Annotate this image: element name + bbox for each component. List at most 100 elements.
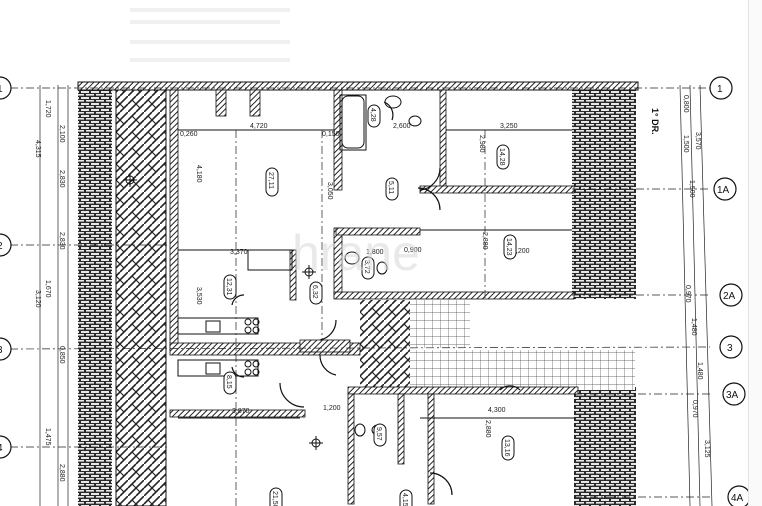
svg-text:1,500: 1,500: [682, 135, 689, 153]
svg-text:3,370: 3,370: [230, 249, 248, 256]
stove-burner-icon: [252, 326, 260, 334]
svg-text:1,500: 1,500: [688, 180, 695, 198]
toilet-icon: [376, 261, 388, 275]
left-brick-wall: [78, 84, 112, 506]
toilet-icon: [408, 115, 422, 127]
dimension-lines: [39, 84, 713, 506]
stove-burner-icon: [244, 326, 252, 334]
svg-text:0,800: 0,800: [682, 95, 689, 113]
svg-text:4,300: 4,300: [488, 407, 506, 414]
crosshair-markers: [123, 173, 323, 450]
axis-bubble-3-left: 3: [0, 337, 12, 361]
top-wall: [77, 81, 639, 91]
sink-icon: [384, 95, 402, 109]
crosshair-icon: [123, 173, 137, 187]
right-brick-wall-upper: [572, 84, 636, 299]
svg-text:2A: 2A: [723, 291, 736, 302]
svg-text:1A: 1A: [717, 185, 730, 196]
svg-text:4: 4: [0, 443, 3, 454]
svg-text:3,250: 3,250: [500, 123, 518, 130]
svg-text:3,530: 3,530: [195, 287, 202, 305]
svg-text:3,125: 3,125: [703, 440, 710, 458]
corridor-herringbone: [360, 300, 410, 390]
stove-burner-icon: [244, 368, 252, 376]
room-badge-hallway: 5,11: [385, 177, 399, 201]
svg-text:1,480: 1,480: [696, 362, 703, 380]
svg-text:3,72: 3,72: [363, 260, 370, 274]
room-badge-living: 27,11: [265, 167, 279, 197]
axis-bubble-4-left: 4: [0, 435, 12, 459]
watermark: hrane: [292, 225, 420, 281]
stove-burner-icon: [244, 360, 252, 368]
room-badge-hall: 6,32: [309, 281, 323, 305]
svg-text:0,850: 0,850: [58, 346, 65, 364]
left-axis-markers: 1 2 3 4: [0, 76, 12, 459]
svg-text:4,180: 4,180: [195, 165, 202, 183]
svg-text:1,720: 1,720: [44, 100, 51, 118]
svg-text:4A: 4A: [731, 493, 744, 504]
room-badge-bedroom-2: 14,23: [503, 234, 517, 260]
stair-tiles-upper: [410, 300, 470, 348]
axis-bubble-1-right: 1: [709, 76, 733, 100]
svg-text:1,670: 1,670: [44, 280, 51, 298]
svg-text:3: 3: [727, 343, 733, 354]
svg-text:2,880: 2,880: [58, 464, 65, 482]
room-badge-lower-living: 21,50: [269, 487, 283, 506]
svg-text:3,870: 3,870: [232, 408, 250, 415]
svg-text:1,200: 1,200: [323, 405, 341, 412]
svg-text:13,16: 13,16: [503, 439, 510, 457]
crosshair-icon: [302, 265, 316, 279]
room-badge-bedroom-1: 14,28: [496, 144, 510, 170]
stove-burner-icon: [252, 318, 260, 326]
svg-text:1,480: 1,480: [690, 318, 697, 336]
crosshair-icon: [309, 436, 323, 450]
svg-text:1: 1: [0, 84, 3, 95]
svg-text:2,100: 2,100: [58, 125, 65, 143]
kitchen-sink-icon: [205, 362, 221, 375]
svg-text:8,15: 8,15: [225, 375, 232, 389]
svg-text:14,28: 14,28: [498, 148, 505, 166]
svg-text:27,11: 27,11: [267, 172, 274, 189]
svg-text:2,600: 2,600: [393, 123, 411, 130]
right-brick-wall-lower: [574, 387, 636, 506]
room-badge-lower-bath: 9,57: [373, 423, 387, 447]
axis-bubble-4a-right: 4A: [727, 485, 751, 506]
svg-text:2,830: 2,830: [58, 170, 65, 188]
svg-text:3,570: 3,570: [694, 132, 701, 150]
svg-text:2,830: 2,830: [58, 232, 65, 250]
room-badge-lower-hall: 4,15: [399, 489, 413, 506]
kitchen-sink-icon: [205, 320, 221, 333]
vertical-scrollbar[interactable]: [748, 0, 762, 506]
axis-bubble-2a-right: 2A: [719, 283, 743, 307]
sanitary-fixtures: [205, 95, 422, 437]
svg-text:1: 1: [717, 84, 723, 95]
dimension-texts: 1,720 4,315 1,670 3,120 1,475 2,100 2,83…: [34, 95, 710, 482]
axis-bubble-1-left: 1: [0, 76, 12, 100]
stove-burner-icon: [252, 360, 260, 368]
room-badge-lower-kitchen: 8,15: [223, 371, 237, 395]
svg-text:6,32: 6,32: [311, 285, 318, 299]
svg-text:2: 2: [0, 241, 3, 252]
svg-text:21,50: 21,50: [271, 491, 278, 506]
balcony-left: [115, 89, 167, 506]
room-badge-lower-bedroom: 13,16: [501, 435, 515, 461]
svg-text:2,880: 2,880: [484, 420, 491, 438]
svg-text:2,980: 2,980: [478, 135, 485, 153]
room-area-labels: 27,11 12,31 14,28 14,23 5,11 4,28 3,72 6…: [223, 104, 517, 506]
stove-burner-icon: [244, 318, 252, 326]
svg-text:3: 3: [0, 345, 3, 356]
bathtub-icon: [341, 95, 365, 149]
axis-bubble-3-right: 3: [719, 335, 743, 359]
svg-text:3A: 3A: [726, 390, 739, 401]
svg-text:14,23: 14,23: [505, 238, 512, 256]
stove-burner-icon: [252, 368, 260, 376]
stair-tiles-lower: [410, 350, 635, 390]
svg-text:5,11: 5,11: [387, 181, 394, 194]
room-badge-bathroom: 4,28: [367, 104, 381, 128]
svg-text:1,800: 1,800: [366, 249, 384, 256]
sink-icon: [354, 423, 366, 437]
svg-text:12,31: 12,31: [225, 278, 232, 296]
axis-bubble-2-left: 2: [0, 233, 12, 257]
svg-text:0,900: 0,900: [404, 247, 422, 254]
